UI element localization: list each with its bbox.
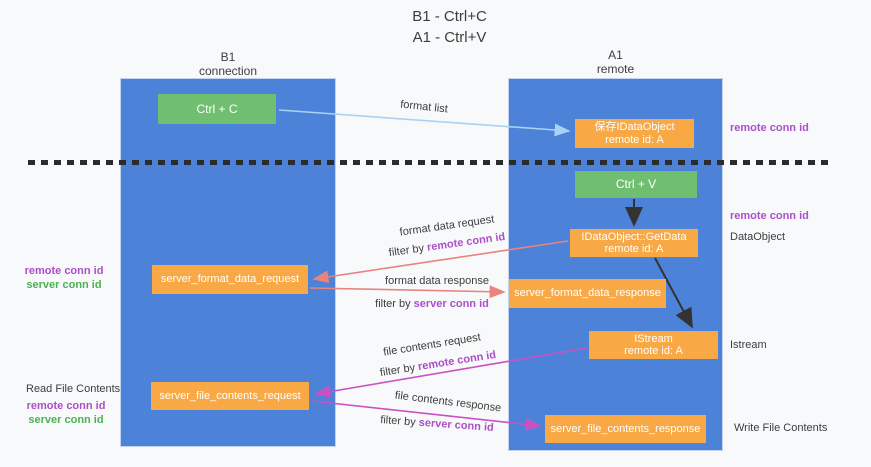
node-server-file-contents-response: server_file_contents_response — [545, 415, 706, 443]
label-dataobject: DataObject — [730, 231, 786, 243]
node-idataobject-getdata: IDataObject::GetData remote id: A — [570, 229, 698, 257]
lane-a1-name: A1 — [608, 48, 623, 62]
lane-b1-role: connection — [198, 64, 258, 78]
ctrl-v-label: Ctrl + V — [615, 177, 657, 192]
label-group-left-conn-ids-1: remote conn id server conn id — [18, 264, 110, 292]
label-server-conn-id-left-1: server conn id — [26, 279, 102, 291]
remote-conn-id-text: remote conn id — [426, 230, 506, 254]
server-conn-id-text: server conn id — [413, 298, 489, 310]
server-file-contents-response-label: server_file_contents_response — [550, 422, 701, 435]
filter-by-text: filter by — [388, 241, 428, 260]
node-ctrl-v: Ctrl + V — [575, 171, 697, 198]
getdata-line1: IDataObject::GetData — [581, 230, 687, 243]
arrow-format-data-response — [309, 285, 506, 299]
server-format-data-request-label: server_format_data_request — [160, 273, 300, 286]
label-remote-conn-id-right-top: remote conn id — [730, 122, 809, 134]
lane-b1-name: B1 — [220, 50, 236, 64]
node-ctrl-c: Ctrl + C — [158, 94, 276, 124]
istream-line1: IStream — [634, 332, 673, 345]
flow-label-file-contents-response: file contents response — [394, 389, 502, 415]
label-istream: Istream — [730, 339, 767, 351]
label-group-left-conn-ids-2: remote conn id server conn id — [22, 399, 110, 427]
node-server-file-contents-request: server_file_contents_request — [151, 382, 309, 410]
label-write-file-contents: Write File Contents — [734, 422, 828, 434]
node-server-format-data-request: server_format_data_request — [152, 265, 308, 294]
ctrl-c-label: Ctrl + C — [196, 101, 238, 116]
node-istream: IStream remote id: A — [589, 331, 718, 359]
diagram-title: B1 - Ctrl+C A1 - Ctrl+V — [14, 6, 871, 48]
flow-label-format-data-response-filter: filter by server conn id — [375, 298, 489, 310]
getdata-line2: remote id: A — [604, 243, 664, 255]
lane-header-a1: A1 remote — [508, 48, 723, 76]
flow-label-format-data-response: format data response — [385, 275, 489, 287]
phase-separator-dashed-line — [28, 160, 834, 165]
label-remote-conn-id-left-2: remote conn id — [26, 400, 106, 412]
filter-by-text: filter by — [379, 361, 420, 380]
remote-conn-id-text: remote conn id — [417, 348, 497, 374]
title-line-2: A1 - Ctrl+V — [412, 29, 487, 46]
istream-line2: remote id: A — [624, 345, 683, 357]
lane-header-b1: B1 connection — [120, 50, 336, 78]
node-save-idataobject: 保存IDataObject remote id: A — [575, 119, 694, 148]
node-server-format-data-response: server_format_data_response — [509, 279, 666, 308]
filter-by-text: filter by — [375, 298, 414, 310]
label-read-file-contents: Read File Contents — [26, 383, 121, 395]
save-idataobject-line1: 保存IDataObject — [594, 121, 675, 133]
label-remote-conn-id-right-mid: remote conn id — [730, 210, 809, 222]
flow-label-file-contents-response-filter: filter by server conn id — [380, 414, 494, 434]
label-server-conn-id-left-2: server conn id — [28, 414, 104, 426]
label-remote-conn-id-left-1: remote conn id — [24, 265, 104, 277]
server-file-contents-request-label: server_file_contents_request — [159, 389, 301, 402]
flow-label-format-list: format list — [399, 98, 449, 116]
server-conn-id-text: server conn id — [418, 416, 495, 434]
lane-a1-role: remote — [596, 62, 635, 76]
save-idataobject-line2: remote id: A — [605, 133, 664, 146]
server-format-data-response-label: server_format_data_response — [514, 287, 661, 300]
title-line-1: B1 - Ctrl+C — [412, 8, 487, 25]
filter-by-text: filter by — [379, 414, 420, 429]
